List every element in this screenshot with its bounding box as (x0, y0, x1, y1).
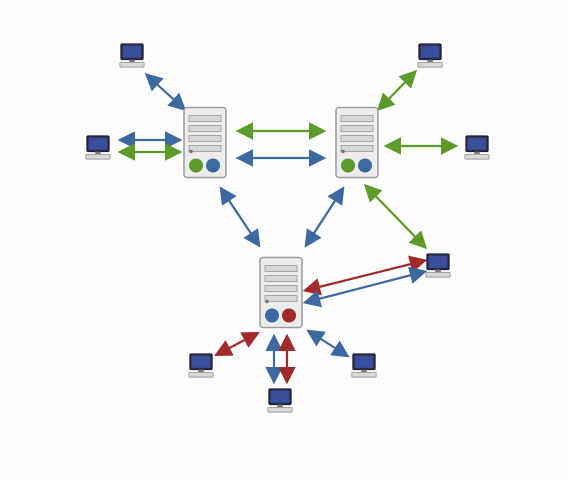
connection-arrow-server-top-left-server-bottom-blue (219, 186, 261, 248)
server-top-right-led (341, 149, 345, 154)
server-bottom-status-light-red (282, 308, 296, 323)
server-bottom-led (265, 299, 269, 304)
server-top-right-status-light-green (341, 158, 355, 173)
server-top-left-led (189, 149, 193, 154)
connection-arrow-server-bottom-computer-mid-right-blue (302, 266, 428, 308)
server-bottom-status-light-blue (265, 308, 279, 323)
connection-arrow-computer-bottom-left-server-bottom-red (214, 331, 260, 357)
connection-arrow-server-top-right-computer-top-right-green (376, 69, 418, 112)
server-top-right-status-light-blue (358, 158, 372, 173)
nodes-layer (85, 43, 490, 413)
server-top-left-status-light-blue (206, 158, 220, 173)
server-top-left-server-icon (183, 106, 227, 179)
connection-arrow-server-top-right-computer-mid-right-green (363, 183, 428, 250)
computer-right-computer-icon (464, 135, 490, 160)
server-top-right-server-icon (335, 106, 379, 179)
computer-left-computer-icon (85, 135, 111, 160)
computer-mid-right-computer-icon (425, 253, 451, 278)
computer-bottom-right-computer-icon (351, 353, 377, 378)
computer-top-left-computer-icon (119, 43, 145, 68)
connection-arrow-server-top-right-server-bottom-blue (304, 186, 345, 248)
connections-layer (117, 69, 459, 385)
computer-top-right-computer-icon (417, 43, 443, 68)
connection-arrow-computer-top-left-server-top-left-blue (144, 73, 187, 111)
server-bottom-server-icon (259, 256, 303, 329)
server-top-left-status-light-green (189, 158, 203, 173)
computer-bottom-computer-icon (267, 388, 293, 413)
connection-arrow-computer-bottom-right-server-bottom-blue (306, 329, 350, 358)
computer-bottom-left-computer-icon (188, 353, 214, 378)
